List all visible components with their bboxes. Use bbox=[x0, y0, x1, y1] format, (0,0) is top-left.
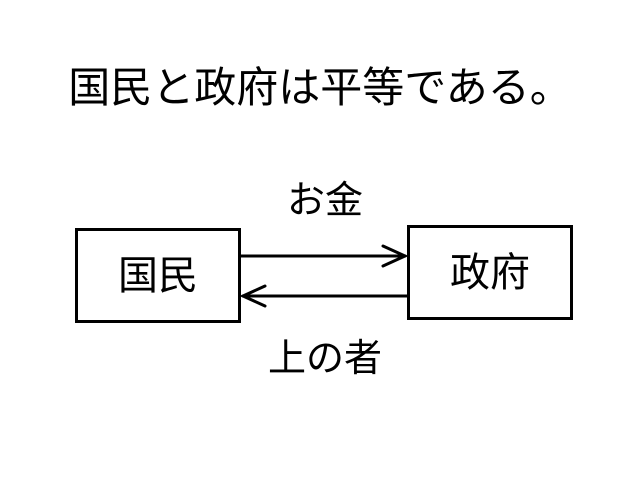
node-citizens-label: 国民 bbox=[118, 252, 198, 299]
diagram-title: 国民と政府は平等である。 bbox=[68, 63, 572, 112]
node-citizens: 国民 bbox=[75, 228, 241, 323]
arrow-head-left bbox=[239, 284, 267, 308]
edge-label-citizens-to-government: お金 bbox=[286, 178, 363, 222]
edge-label-government-to-citizens: 上の者 bbox=[267, 336, 382, 380]
arrow-government-to-citizens bbox=[239, 284, 409, 308]
node-government: 政府 bbox=[407, 225, 573, 320]
arrow-citizens-to-government bbox=[239, 244, 409, 268]
node-government-label: 政府 bbox=[450, 249, 530, 296]
arrow-head-right bbox=[381, 244, 409, 268]
